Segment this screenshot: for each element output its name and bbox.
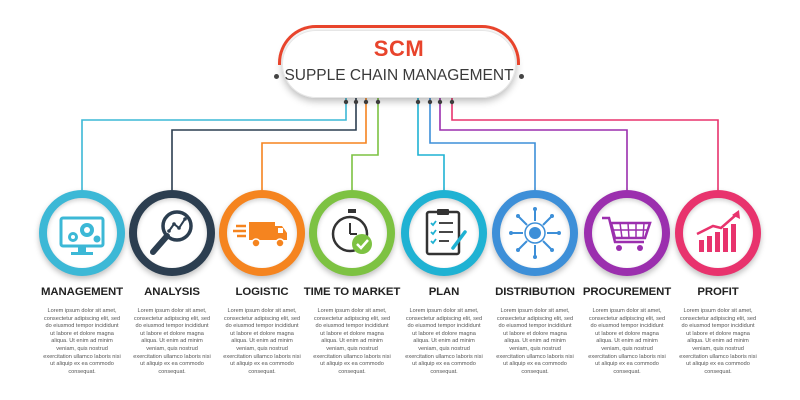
connector-dot bbox=[363, 99, 369, 105]
step-ring bbox=[675, 190, 761, 276]
step-ring bbox=[219, 190, 305, 276]
connector-dot bbox=[353, 99, 359, 105]
step-time-to-market: TIME TO MARKET Lorem ipsum dolor sit ame… bbox=[302, 190, 402, 376]
step-label: MANAGEMENT bbox=[41, 286, 123, 298]
step-description: Lorem ipsum dolor sit amet, consectetur … bbox=[133, 308, 211, 375]
step-distribution: DISTRIBUTION Lorem ipsum dolor sit amet,… bbox=[485, 190, 585, 376]
pill-dot-right bbox=[519, 74, 524, 79]
step-ring bbox=[401, 190, 487, 276]
step-management: MANAGEMENT Lorem ipsum dolor sit amet, c… bbox=[32, 190, 132, 376]
step-label: PROFIT bbox=[697, 286, 739, 298]
step-label: ANALYSIS bbox=[144, 286, 200, 298]
step-ring bbox=[584, 190, 670, 276]
connector-line bbox=[451, 98, 719, 190]
connector-dot bbox=[375, 99, 381, 105]
step-label: LOGISTIC bbox=[235, 286, 289, 298]
step-description: Lorem ipsum dolor sit amet, consectetur … bbox=[405, 308, 483, 375]
step-description: Lorem ipsum dolor sit amet, consectetur … bbox=[679, 308, 757, 375]
step-ring bbox=[309, 190, 395, 276]
distribution-arrows-icon bbox=[509, 207, 561, 259]
connector-line bbox=[261, 98, 367, 190]
shopping-cart-icon bbox=[602, 216, 652, 251]
step-ring bbox=[129, 190, 215, 276]
step-label: DISTRIBUTION bbox=[495, 286, 575, 298]
connector-line bbox=[429, 98, 536, 190]
step-ring bbox=[39, 190, 125, 276]
connector-dot bbox=[343, 99, 349, 105]
step-ring bbox=[492, 190, 578, 276]
connector-dot bbox=[449, 99, 455, 105]
monitor-gears-icon bbox=[59, 216, 105, 255]
connector-dot bbox=[427, 99, 433, 105]
connector-dot bbox=[437, 99, 443, 105]
step-analysis: ANALYSIS Lorem ipsum dolor sit amet, con… bbox=[122, 190, 222, 376]
step-description: Lorem ipsum dolor sit amet, consectetur … bbox=[223, 308, 301, 375]
subtitle-text: SUPPLE CHAIN MANAGEMENT bbox=[284, 67, 514, 84]
title-box: SCM SUPPLE CHAIN MANAGEMENT bbox=[274, 25, 524, 98]
growth-chart-icon bbox=[696, 210, 740, 252]
magnifier-chart-icon bbox=[150, 210, 193, 255]
connector-line bbox=[439, 98, 628, 190]
step-profit: PROFIT Lorem ipsum dolor sit amet, conse… bbox=[668, 190, 768, 376]
step-label: PLAN bbox=[428, 286, 460, 298]
title-text: SCM bbox=[373, 36, 425, 61]
step-description: Lorem ipsum dolor sit amet, consectetur … bbox=[496, 308, 574, 375]
connector-line bbox=[417, 98, 445, 190]
step-description: Lorem ipsum dolor sit amet, consectetur … bbox=[588, 308, 666, 375]
pill-dot-left bbox=[274, 74, 279, 79]
connector-line bbox=[81, 98, 347, 190]
step-label: TIME TO MARKET bbox=[303, 286, 401, 298]
step-description: Lorem ipsum dolor sit amet, consectetur … bbox=[313, 308, 391, 375]
step-plan: PLAN Lorem ipsum dolor sit amet, consect… bbox=[394, 190, 494, 376]
step-label: PROCUREMENT bbox=[582, 286, 672, 298]
step-procurement: PROCUREMENT Lorem ipsum dolor sit amet, … bbox=[577, 190, 677, 376]
step-description: Lorem ipsum dolor sit amet, consectetur … bbox=[43, 308, 121, 375]
connector-dot bbox=[415, 99, 421, 105]
clipboard-checklist-icon bbox=[425, 209, 467, 256]
delivery-truck-icon bbox=[233, 222, 287, 248]
stopwatch-check-icon bbox=[331, 209, 372, 254]
step-logistic: LOGISTIC Lorem ipsum dolor sit amet, con… bbox=[212, 190, 312, 376]
connector-line bbox=[171, 98, 357, 190]
connector-line bbox=[351, 98, 379, 190]
